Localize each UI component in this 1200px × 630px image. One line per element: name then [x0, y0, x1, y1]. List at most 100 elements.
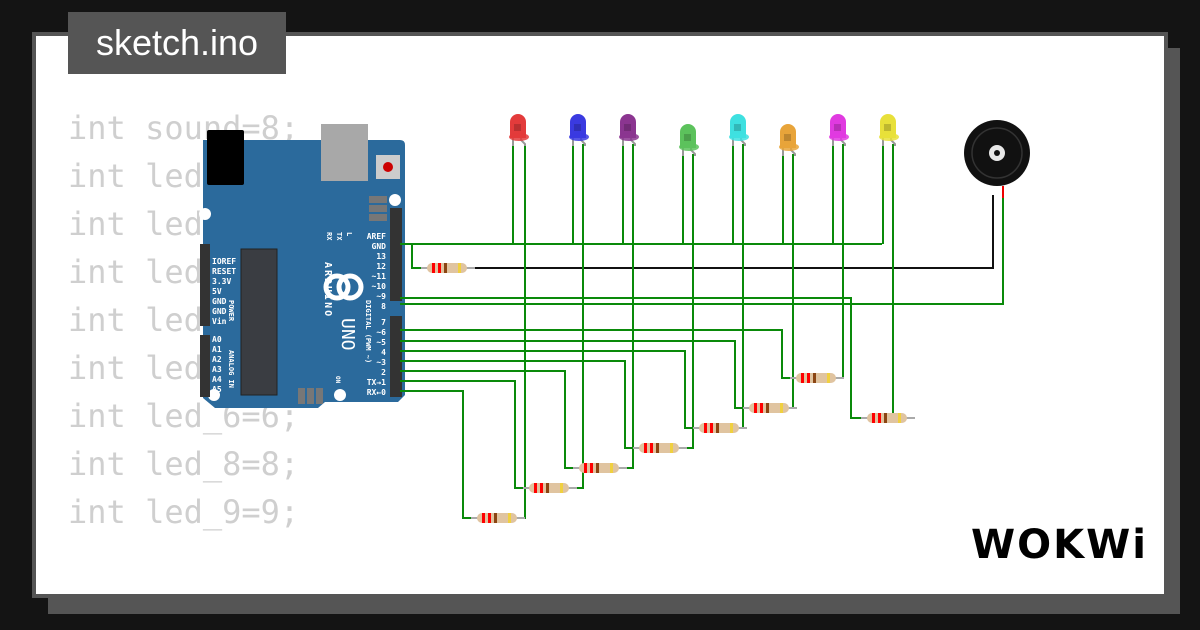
- digital-header-low: [390, 316, 402, 397]
- buzzer-wire: [470, 195, 994, 269]
- pin-label: RESET: [212, 267, 236, 276]
- led-base: [679, 143, 699, 151]
- resistor-band: [878, 413, 881, 423]
- resistor-band: [534, 483, 537, 493]
- led-base: [619, 133, 639, 141]
- led-die: [784, 134, 791, 141]
- resistor-band: [813, 373, 816, 383]
- pin-label: 3.3V: [212, 277, 231, 286]
- led: [779, 124, 799, 156]
- icsp-pin: [369, 196, 387, 203]
- resistor-band: [704, 423, 707, 433]
- pin-label: GND: [212, 297, 227, 306]
- pin-label: GND: [212, 307, 227, 316]
- led-body: [570, 114, 586, 138]
- resistor-band: [872, 413, 875, 423]
- led-base: [879, 133, 899, 141]
- resistor: [421, 263, 475, 273]
- buzzer-signal-wire: [400, 195, 1004, 305]
- resistor-band: [546, 483, 549, 493]
- led-die: [514, 124, 521, 131]
- pin-label: A5: [212, 385, 222, 394]
- icsp-pin: [369, 214, 387, 221]
- resistor-band: [432, 263, 435, 273]
- pin-label: A3: [212, 365, 222, 374]
- led-anode-wire: [567, 144, 584, 489]
- resistor-band: [540, 483, 543, 493]
- mounting-hole: [199, 208, 211, 220]
- pin-wire: [400, 350, 697, 429]
- led: [729, 114, 749, 146]
- pin-label: A4: [212, 375, 222, 384]
- led-body: [730, 114, 746, 138]
- led-base: [779, 143, 799, 151]
- led-body: [880, 114, 896, 138]
- led-die: [884, 124, 891, 131]
- pin-label: 8: [381, 302, 386, 311]
- led-die: [834, 124, 841, 131]
- led-base: [829, 133, 849, 141]
- resistor: [523, 483, 577, 493]
- resistor-band: [488, 513, 491, 523]
- icsp-pin: [316, 388, 323, 404]
- led-body: [830, 114, 846, 138]
- led-die: [574, 124, 581, 131]
- pin-wire: [400, 380, 527, 489]
- led-body: [510, 114, 526, 138]
- led: [509, 114, 529, 146]
- arduino-uno-board: IOREFRESET3.3V5VGNDGNDVinA0A1A2A3A4A5ARE…: [199, 124, 405, 408]
- resistor-band: [508, 513, 511, 523]
- resistor-band: [670, 443, 673, 453]
- buzzer-ring: [971, 127, 1023, 179]
- pin-wire: [400, 340, 747, 409]
- resistor-band: [458, 263, 461, 273]
- resistor-band: [438, 263, 441, 273]
- resistor-band: [780, 403, 783, 413]
- pin9-wire: [400, 297, 865, 419]
- pin-wire: [400, 329, 794, 379]
- buzzer-hole-center: [994, 150, 1000, 156]
- resistor: [861, 413, 915, 423]
- resistor-band: [710, 423, 713, 433]
- pin-label: 5V: [212, 287, 222, 296]
- pin-label: ~9: [376, 292, 386, 301]
- pin-label: ANALOG IN: [227, 350, 235, 388]
- pin-label: A2: [212, 355, 222, 364]
- pin-label: ~10: [372, 282, 387, 291]
- led-anode-wire: [787, 154, 794, 409]
- pin-label: TX: [335, 232, 343, 241]
- led: [879, 114, 899, 146]
- pin-label: POWER: [227, 300, 235, 322]
- pin-label: RX: [325, 232, 333, 241]
- buzzer: [964, 120, 1030, 198]
- pin-label: ~3: [376, 358, 386, 367]
- arduino-logo-icon: [336, 273, 364, 301]
- pin-label: GND: [372, 242, 387, 251]
- resistor-band: [801, 373, 804, 383]
- code-line: int led_9=9;: [68, 493, 300, 531]
- pin-label: 7: [381, 318, 386, 327]
- code-line: int led: [68, 301, 203, 339]
- resistor-band: [610, 463, 613, 473]
- resistor-band: [807, 373, 810, 383]
- pin-wire: [400, 370, 577, 469]
- resistor-band: [827, 373, 830, 383]
- resistor: [633, 443, 687, 453]
- resistor-band: [754, 403, 757, 413]
- pin-label: 12: [376, 262, 386, 271]
- led-die: [734, 124, 741, 131]
- code-line: int led: [68, 205, 203, 243]
- pin-wire: [400, 360, 637, 449]
- file-tab[interactable]: sketch.ino: [68, 12, 286, 74]
- pin-label: ~11: [372, 272, 387, 281]
- led-anode-wire: [737, 144, 744, 429]
- resistor-band: [766, 403, 769, 413]
- buzzer-gnd-wire: [400, 243, 425, 269]
- pin-label: A1: [212, 345, 222, 354]
- resistor-band: [596, 463, 599, 473]
- power-header: [200, 244, 210, 326]
- pin-wire: [400, 390, 475, 519]
- arduino-logo-icon: [323, 273, 351, 301]
